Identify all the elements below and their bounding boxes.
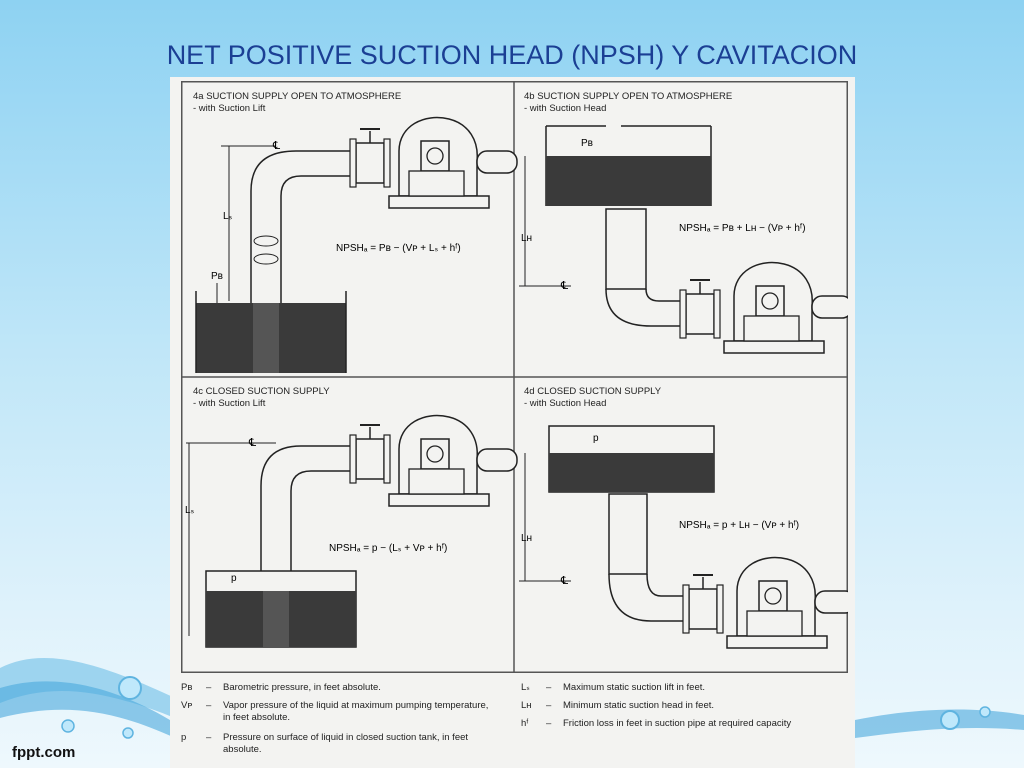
panel-4a-formula: NPSHₐ = Pʙ − (Vᴘ + Lₛ + hᶠ) [336, 243, 461, 254]
panel-4d-p: p [593, 433, 599, 444]
panel-4c: 4c CLOSED SUCTION SUPPLY - with Suction … [185, 386, 518, 648]
panel-4d-sub: - with Suction Head [524, 398, 606, 409]
legend-dash: – [546, 718, 552, 729]
panel-4a-cl: ℄ [272, 140, 280, 152]
legend-dash: – [206, 700, 212, 711]
npsh-diagram: 4a SUCTION SUPPLY OPEN TO ATMOSPHERE - w… [181, 81, 848, 673]
panel-4b-sub: - with Suction Head [524, 103, 606, 114]
legend-symbol: Vᴘ [181, 700, 193, 711]
panel-4a-ls: Lₛ [223, 211, 233, 222]
panel-4c-heading: 4c CLOSED SUCTION SUPPLY [193, 386, 330, 397]
panel-4a-heading: 4a SUCTION SUPPLY OPEN TO ATMOSPHERE [193, 91, 401, 102]
panel-4b-formula: NPSHₐ = Pʙ + Lʜ − (Vᴘ + hᶠ) [679, 223, 806, 234]
panel-4a-sub: - with Suction Lift [193, 103, 266, 114]
panel-4b: 4b SUCTION SUPPLY OPEN TO ATMOSPHERE - w… [519, 91, 848, 354]
legend-symbol: p [181, 732, 187, 743]
panel-4c-ls: Lₛ [185, 505, 195, 516]
water-splash-left [0, 658, 175, 739]
legend-dash: – [546, 682, 552, 693]
legend-text: Maximum static suction lift in feet. [563, 682, 706, 693]
water-splash-right [855, 706, 1024, 738]
panel-4a: 4a SUCTION SUPPLY OPEN TO ATMOSPHERE - w… [193, 91, 518, 373]
panel-4b-lh: Lʜ [521, 233, 532, 244]
legend-text: Pressure on surface of liquid in closed … [223, 732, 469, 755]
legend-text: Barometric pressure, in feet absolute. [223, 682, 381, 693]
legend-symbol: hᶠ [521, 718, 529, 729]
legend-dash: – [206, 732, 212, 743]
panel-4d-cl: ℄ [560, 575, 568, 587]
panel-4a-pb: Pʙ [211, 271, 223, 282]
legend-symbol: Lʜ [521, 700, 532, 711]
panel-4d-heading: 4d CLOSED SUCTION SUPPLY [524, 386, 662, 397]
legend: Pʙ – Barometric pressure, in feet absolu… [181, 676, 848, 768]
panel-4b-heading: 4b SUCTION SUPPLY OPEN TO ATMOSPHERE [524, 91, 732, 102]
panel-4c-cl: ℄ [248, 437, 256, 449]
panel-4c-sub: - with Suction Lift [193, 398, 266, 409]
panel-4b-cl: ℄ [560, 280, 568, 292]
legend-text: Minimum static suction head in feet. [563, 700, 715, 711]
diagram-panel [170, 77, 855, 768]
legend-text: Friction loss in feet in suction pipe at… [563, 718, 792, 729]
legend-dash: – [546, 700, 552, 711]
slide-title: NET POSITIVE SUCTION HEAD (NPSH) Y CAVIT… [166, 40, 858, 70]
panel-4d-lh: Lʜ [521, 533, 532, 544]
footer-logo: fppt.com [12, 744, 76, 761]
panel-4c-formula: NPSHₐ = p − (Lₛ + Vᴘ + hᶠ) [329, 543, 447, 554]
legend-dash: – [206, 682, 212, 693]
legend-symbol: Lₛ [521, 682, 530, 693]
panel-4d-formula: NPSHₐ = p + Lʜ − (Vᴘ + hᶠ) [679, 520, 799, 531]
legend-text: Vapor pressure of the liquid at maximum … [223, 700, 489, 723]
panel-4c-p: p [231, 573, 237, 584]
panel-4b-pb: Pʙ [581, 138, 593, 149]
legend-symbol: Pʙ [181, 682, 193, 693]
panel-4d: 4d CLOSED SUCTION SUPPLY - with Suction … [519, 386, 848, 649]
